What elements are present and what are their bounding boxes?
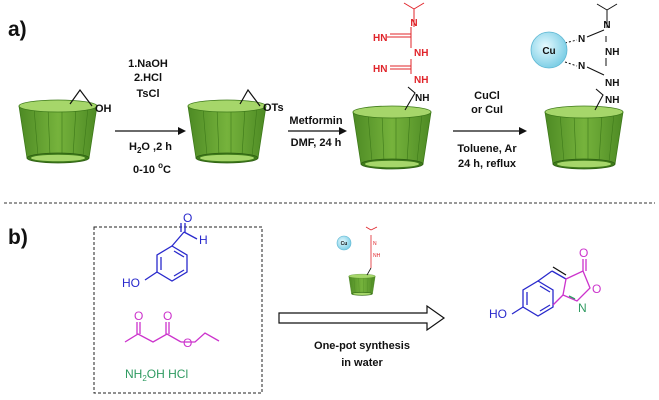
metformin-hn-2: HN [373, 64, 387, 75]
ketone-o: O [134, 309, 143, 323]
product-carbonyl-o: O [579, 246, 588, 260]
aldehyde-o: O [183, 211, 192, 225]
copper-complex-cup [530, 3, 624, 170]
metformin-nh-link: NH [415, 93, 429, 104]
complex-n-top: N [603, 20, 610, 31]
in-water-label: in water [341, 357, 383, 369]
complex-n-1: N [578, 34, 585, 45]
metformin-nh-2: NH [414, 75, 428, 86]
metformin-nh-1: NH [414, 48, 428, 59]
reactants-box [93, 226, 263, 394]
complex-nh-1: NH [605, 47, 619, 58]
step3-reagent-1: CuCl [474, 90, 500, 102]
ester-carbonyl-o: O [163, 309, 172, 323]
metformin-functionalized-cup [352, 2, 432, 170]
hydroxyl-label: OH [95, 103, 112, 115]
complex-n-2: N [578, 61, 585, 72]
metformin-hn-1: HN [373, 33, 387, 44]
product-ring-n: N [578, 301, 587, 315]
mini-n-label: N [373, 241, 377, 247]
step3-reagent-2: or CuI [471, 104, 503, 116]
ester-o: O [183, 336, 192, 350]
arrow-step-3-head [519, 127, 527, 135]
mini-nh-label: NH [373, 253, 381, 259]
step2-reagent: Metformin [289, 115, 342, 127]
step1-reagent-1: 1.NaOH [128, 58, 168, 70]
step3-solvent: Toluene, Ar [457, 143, 517, 155]
section-b-label: b) [8, 226, 28, 249]
mini-catalyst [336, 226, 378, 296]
step2-conditions: DMF, 24 h [291, 137, 342, 149]
copper-label: Cu [542, 46, 555, 57]
isoxazolone-product [511, 259, 591, 317]
step1-temperature: 0-10 oC [133, 161, 171, 176]
complex-nh-link: NH [605, 95, 619, 106]
one-pot-arrow [278, 304, 446, 332]
product-ho: HO [489, 307, 507, 321]
arrow-step-2-head [339, 127, 347, 135]
section-a-label: a) [8, 18, 27, 41]
mini-cu-label: Cu [341, 241, 348, 247]
hydroxylamine-label: NH2OH HCl [125, 367, 188, 383]
arrow-step-1-head [178, 127, 186, 135]
complex-nh-2: NH [605, 78, 619, 89]
aldehyde-h: H [199, 233, 208, 247]
phenol-ho: HO [122, 276, 140, 290]
tosylate-label: OTs [263, 102, 284, 114]
product-ring-o: O [592, 282, 601, 296]
metformin-n-top: N [410, 18, 417, 29]
cyclodextrin-cup-2 [187, 88, 267, 164]
step1-reagent-2: 2.HCl [134, 72, 162, 84]
step1-reagent-3: TsCl [136, 88, 159, 100]
cyclodextrin-cup-1 [18, 88, 98, 164]
one-pot-label: One-pot synthesis [314, 340, 410, 352]
step3-conditions: 24 h, reflux [458, 158, 517, 170]
ethyl-acetoacetate-structure [124, 322, 220, 343]
hydroxybenzaldehyde-structure [144, 223, 198, 282]
step1-solvent: H2O ,2 h [129, 141, 172, 155]
